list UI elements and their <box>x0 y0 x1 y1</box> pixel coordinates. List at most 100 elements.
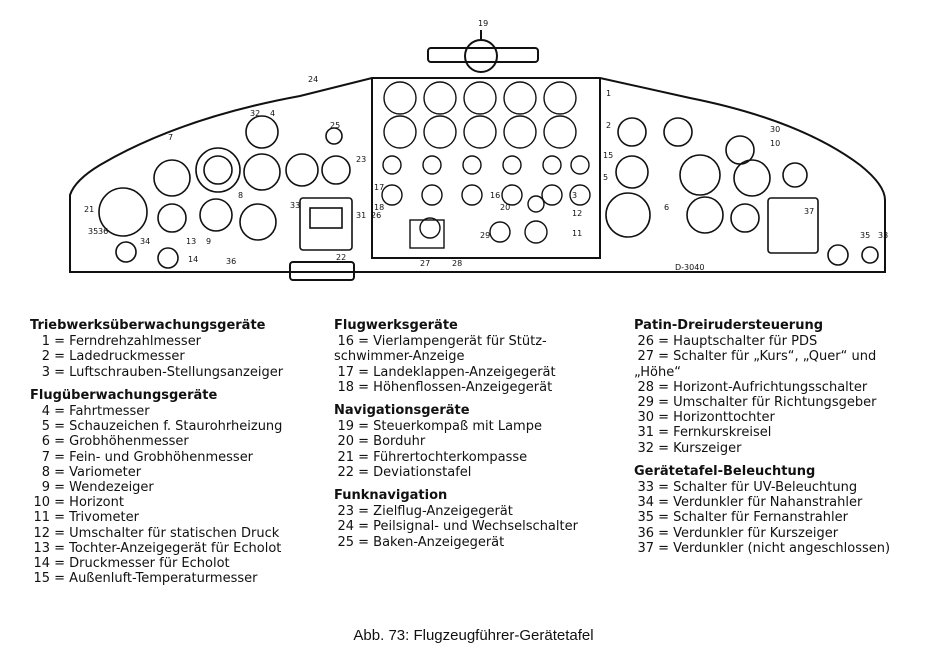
callout-number: 14 <box>188 255 198 264</box>
legend-item-text: Zielflug-Anzeigegerät <box>373 504 513 520</box>
legend-item: 7 = Fein- und Grobhöhenmesser <box>30 450 283 465</box>
legend-item-number: 24 <box>337 519 354 535</box>
center-panel <box>371 78 601 259</box>
legend-equals: = <box>654 440 674 456</box>
callout-number: 1 <box>606 89 611 98</box>
callout-number: 12 <box>572 209 582 218</box>
legend-equals: = <box>50 556 70 572</box>
callout-number: 10 <box>770 139 780 148</box>
legend-item-text: Verdunkler (nicht angeschlossen) <box>673 540 891 556</box>
small-gauge <box>527 195 545 213</box>
legend-equals: = <box>50 404 70 420</box>
small-gauge <box>462 155 482 175</box>
gauge-15 <box>615 155 649 189</box>
legend-item: 9 = Wendezeiger <box>30 480 283 495</box>
legend-item-text: Höhenflossen-Anzeigegerät <box>373 379 553 395</box>
legend-item-number: 34 <box>637 495 654 511</box>
legend-equals: = <box>50 540 70 556</box>
gauge-9 <box>199 198 233 232</box>
legend-equals: = <box>654 540 674 556</box>
legend-item: 12 = Umschalter für statischen Druck <box>30 526 283 541</box>
legend-section-title: Gerätetafel-Beleuchtung <box>634 463 816 479</box>
legend-item-text: Deviationstafel <box>373 464 472 480</box>
small-gauge <box>421 184 443 206</box>
legend-item: 13 = Tochter-Anzeigegerät für Echolot <box>30 541 283 556</box>
legend-section-title: Flugwerksgeräte <box>334 318 458 333</box>
legend-item: 20 = Borduhr <box>334 434 578 449</box>
legend-item-number: 37 <box>637 540 654 556</box>
legend-item: 16 = Vierlampengerät für Stütz- <box>334 334 578 349</box>
legend-item-text: Fahrtmesser <box>69 404 150 420</box>
callout-number: 33 <box>290 201 300 210</box>
engine-gauge <box>423 115 457 149</box>
legend-item-number: 4 <box>41 404 50 420</box>
legend-equals: = <box>50 525 70 541</box>
callout-number: 35 <box>860 231 870 240</box>
legend-equals: = <box>50 495 70 511</box>
legend-equals: = <box>354 379 374 395</box>
callout-number: 21 <box>84 205 94 214</box>
legend-item-number: 32 <box>637 440 654 456</box>
legend-item-number: 27 <box>637 349 654 365</box>
legend-equals: = <box>654 379 674 395</box>
legend-item-text: Borduhr <box>373 434 426 450</box>
legend-item-text: Verdunkler für Kurszeiger <box>673 525 839 541</box>
callout-number: 32 <box>250 109 260 118</box>
legend-item-continuation: „Höhe“ <box>634 364 681 380</box>
callout-number: 6 <box>664 203 669 212</box>
callout-number: 35 <box>88 227 98 236</box>
legend-item: 34 = Verdunkler für Nahanstrahler <box>634 495 890 510</box>
legend-item-text: Außenluft-Temperaturmesser <box>69 571 258 587</box>
legend-item: 17 = Landeklappen-Anzeigegerät <box>334 365 578 380</box>
legend-section-title: Flugüberwachungsgeräte <box>30 387 218 403</box>
small-gauge <box>524 220 548 244</box>
legend-item-number: 15 <box>33 571 50 587</box>
legend-item-number: 33 <box>637 480 654 496</box>
legend-item: 15 = Außenluft-Temperaturmesser <box>30 571 283 586</box>
legend-equals: = <box>654 425 674 441</box>
callout-number: 33 <box>878 231 888 240</box>
legend-item-text: Landeklappen-Anzeigegerät <box>373 364 556 380</box>
legend-item-text: Schalter für „Kurs“, „Quer“ und <box>673 349 877 365</box>
legend-item-number: 26 <box>637 334 654 350</box>
legend-equals: = <box>354 464 374 480</box>
legend-item-number: 21 <box>337 449 354 465</box>
callout-number: 37 <box>804 207 814 216</box>
legend-item: 21 = Führertochterkompasse <box>334 450 578 465</box>
legend-item: 31 = Fernkurskreisel <box>634 425 890 440</box>
legend-item-text: Fein- und Grobhöhenmesser <box>69 449 254 465</box>
legend-equals: = <box>50 419 70 435</box>
legend-item: 30 = Horizonttochter <box>634 410 890 425</box>
pds-box <box>299 197 353 251</box>
callout-number: 3 <box>572 191 577 200</box>
legend-equals: = <box>50 510 70 526</box>
legend-item: 1 = Ferndrehzahlmesser <box>30 334 283 349</box>
legend-item-text: Ferndrehzahlmesser <box>69 334 202 350</box>
figure-caption: Abb. 73: Flugzeugführer-Gerätetafel <box>353 627 594 644</box>
legend-item: 32 = Kurszeiger <box>634 441 890 456</box>
small-gauge <box>422 155 442 175</box>
legend-item-text: Druckmesser für Echolot <box>69 556 230 572</box>
legend-item-number: 17 <box>337 364 354 380</box>
callout-number: 36 <box>226 257 236 266</box>
legend-item: 27 = Schalter für „Kurs“, „Quer“ und <box>634 349 890 364</box>
gauge-7 <box>153 159 191 197</box>
legend-equals: = <box>354 519 374 535</box>
engine-gauge <box>423 81 457 115</box>
callout-number: 17 <box>374 183 384 192</box>
small-gauge <box>461 184 483 206</box>
small-gauge <box>542 155 562 175</box>
legend-equals: = <box>354 364 374 380</box>
small-gauge <box>541 184 563 206</box>
gauge-8-right <box>686 196 724 234</box>
legend-equals: = <box>654 410 674 426</box>
legend-item-number: 22 <box>337 464 354 480</box>
callout-number: 13 <box>186 237 196 246</box>
callout-number: 22 <box>336 253 346 262</box>
legend-item-number: 8 <box>41 464 50 480</box>
legend-item-number: 36 <box>637 525 654 541</box>
legend-item-number: 14 <box>33 556 50 572</box>
